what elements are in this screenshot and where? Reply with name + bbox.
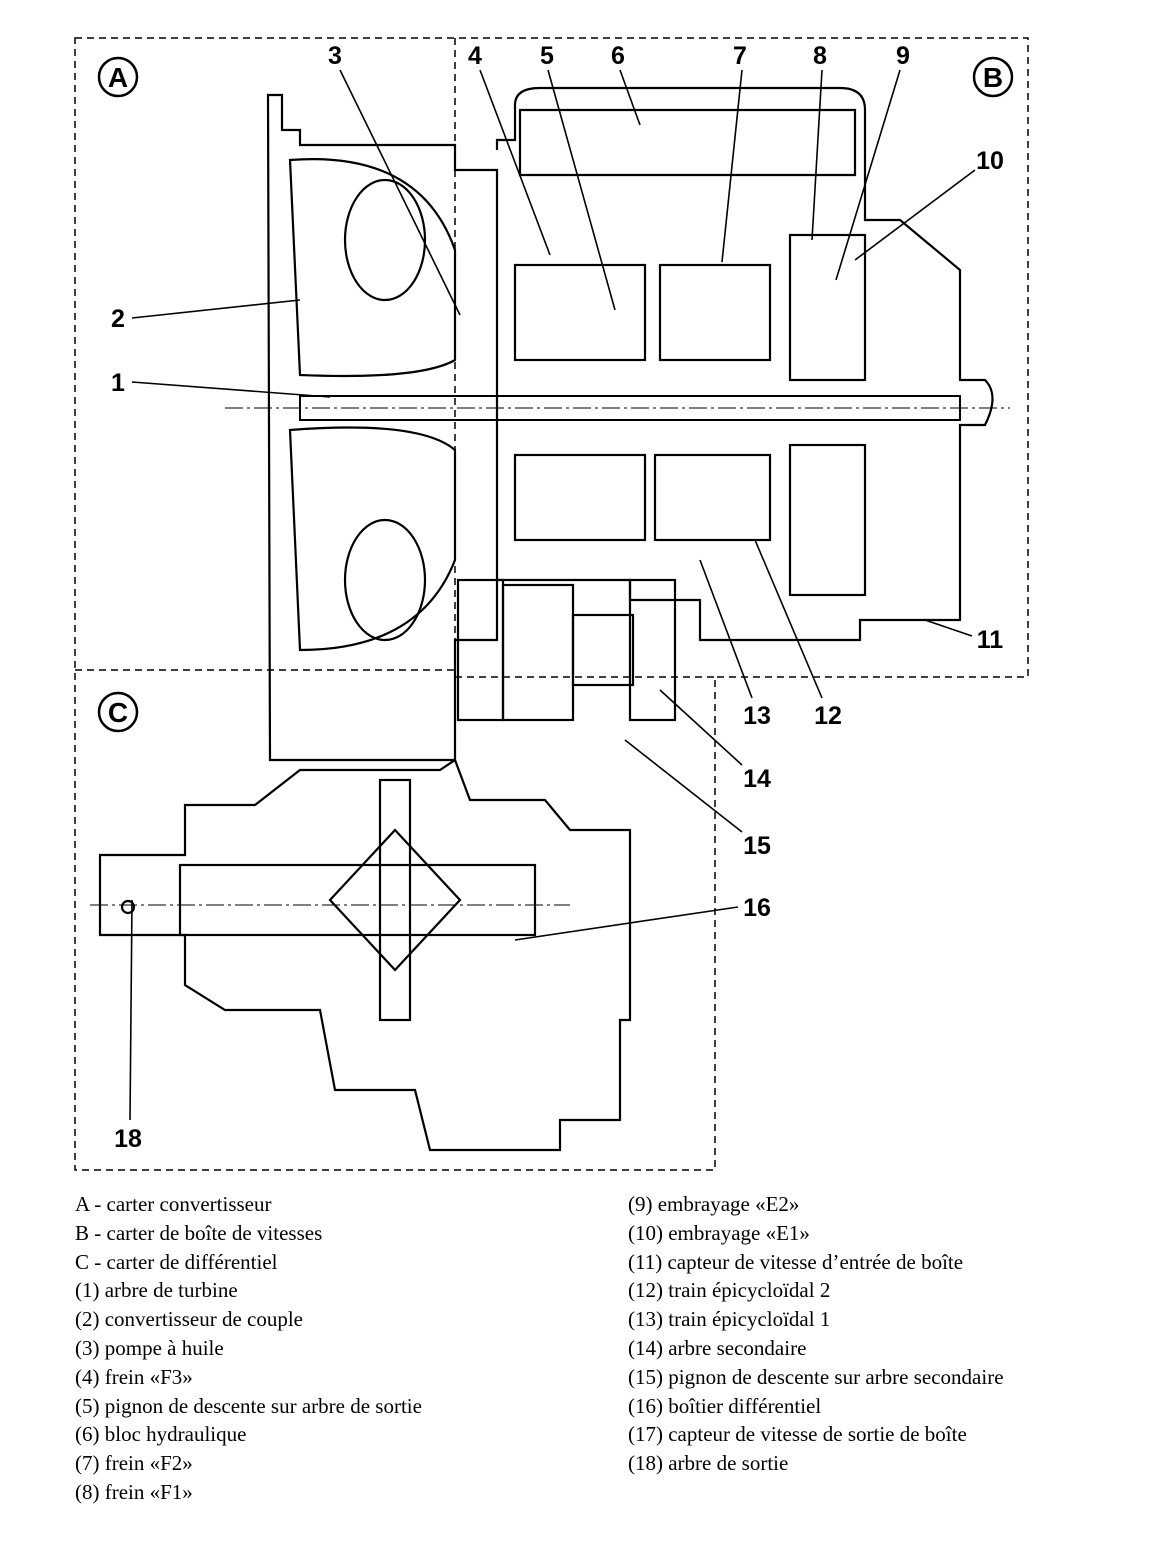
hydraulic-block: [518, 108, 857, 177]
legend-left-column: A - carter convertisseur B - carter de b…: [75, 1190, 422, 1507]
clutch-pack-upper: [788, 233, 867, 382]
legend-item: (16) boîtier différentiel: [628, 1393, 822, 1418]
callout-6: 6: [611, 42, 625, 70]
callout-9: 9: [896, 42, 910, 70]
zone-ab-c-divider: [75, 669, 715, 678]
legend-item: (3) pompe à huile: [75, 1335, 224, 1360]
legend-item: C - carter de différentiel: [75, 1249, 278, 1274]
callout-1: 1: [111, 369, 125, 397]
callout-12: 12: [814, 702, 842, 730]
callout-4: 4: [468, 42, 482, 70]
zone-b-label: B: [983, 62, 1003, 93]
output-shaft-hole: [120, 899, 136, 915]
legend-item: (6) bloc hydraulique: [75, 1422, 247, 1447]
outer-dashed-boundary: [74, 37, 1029, 1171]
callout-2: 2: [111, 305, 125, 333]
differential-gears: [328, 828, 462, 972]
legend-item: A - carter convertisseur: [75, 1192, 272, 1216]
callout-5: 5: [540, 42, 554, 70]
planetary-lower: [653, 453, 772, 542]
callout-16: 16: [743, 894, 771, 922]
zone-a-marker: A: [97, 56, 139, 98]
bearing-right: [628, 578, 677, 722]
zone-c-label: C: [108, 697, 128, 728]
callout-18: 18: [114, 1125, 142, 1153]
converter-housing: [266, 93, 499, 762]
callout-10: 10: [976, 147, 1004, 175]
legend-item: B - carter de boîte de vitesses: [75, 1220, 323, 1245]
legend-item: (2) convertisseur de couple: [75, 1307, 303, 1332]
turbine-shaft: [299, 395, 961, 421]
legend-item: (12) train épicycloïdal 2: [628, 1278, 831, 1303]
zone-boundaries: [74, 37, 1029, 1171]
secondary-shaft: [571, 613, 635, 687]
zone-a-label: A: [108, 62, 128, 93]
torque-converter-upper: [288, 158, 457, 378]
legend-item: (10) embrayage «E1»: [628, 1220, 810, 1245]
callout-13: 13: [743, 702, 771, 730]
legend-item: (15) pignon de descente sur arbre second…: [628, 1364, 1004, 1389]
torque-converter-lower: [288, 426, 457, 652]
clutch-pack-lower: [788, 443, 867, 597]
legend-item: (1) arbre de turbine: [75, 1278, 238, 1303]
legend-item: (14) arbre secondaire: [628, 1335, 807, 1360]
output-pinion-lower: [513, 453, 647, 542]
output-pinion-upper: [513, 263, 647, 362]
converter-turbine-upper: [343, 178, 427, 302]
legend-item: (18) arbre de sortie: [628, 1451, 789, 1476]
gearbox-housing: [495, 86, 994, 642]
legend-item: (8) frein «F1»: [75, 1479, 193, 1504]
secondary-gear: [501, 583, 575, 722]
differential-pin: [378, 778, 412, 1022]
zone-c-marker: C: [97, 691, 139, 733]
leader-lines: [129, 69, 976, 1121]
legend-right-column: (9) embrayage «E2» (10) embrayage «E1» (…: [628, 1190, 1004, 1478]
callout-3: 3: [328, 42, 342, 70]
callout-8: 8: [813, 42, 827, 70]
planetary-upper: [658, 263, 772, 362]
transmission-cutaway-diagram: A B C 1 2 3 4 5 6 7 8 9 10 11 12 13 14 1…: [74, 37, 1029, 1171]
converter-turbine-lower: [343, 518, 427, 642]
callout-11: 11: [977, 626, 1004, 654]
output-shaft: [178, 863, 537, 937]
zone-b-marker: B: [972, 56, 1014, 98]
callout-15: 15: [743, 832, 771, 860]
mechanism-outline: [98, 86, 994, 1152]
legend-item: (9) embrayage «E2»: [628, 1192, 800, 1216]
legend-item: (7) frein «F2»: [75, 1451, 193, 1476]
legend-item: (11) capteur de vitesse d’entrée de boît…: [628, 1249, 964, 1274]
callout-7: 7: [733, 42, 747, 70]
callout-numbers: 1 2 3 4 5 6 7 8 9 10 11 12 13 14 15 16 1…: [111, 42, 1004, 1153]
center-lines: [90, 407, 1010, 906]
legend-item: (13) train épicycloïdal 1: [628, 1307, 831, 1332]
callout-14: 14: [743, 765, 771, 793]
legend-item: (4) frein «F3»: [75, 1364, 193, 1389]
legend-item: (17) capteur de vitesse de sortie de boî…: [628, 1422, 967, 1447]
legend-item: (5) pignon de descente sur arbre de sort…: [75, 1393, 422, 1418]
differential-housing: [98, 758, 632, 1152]
